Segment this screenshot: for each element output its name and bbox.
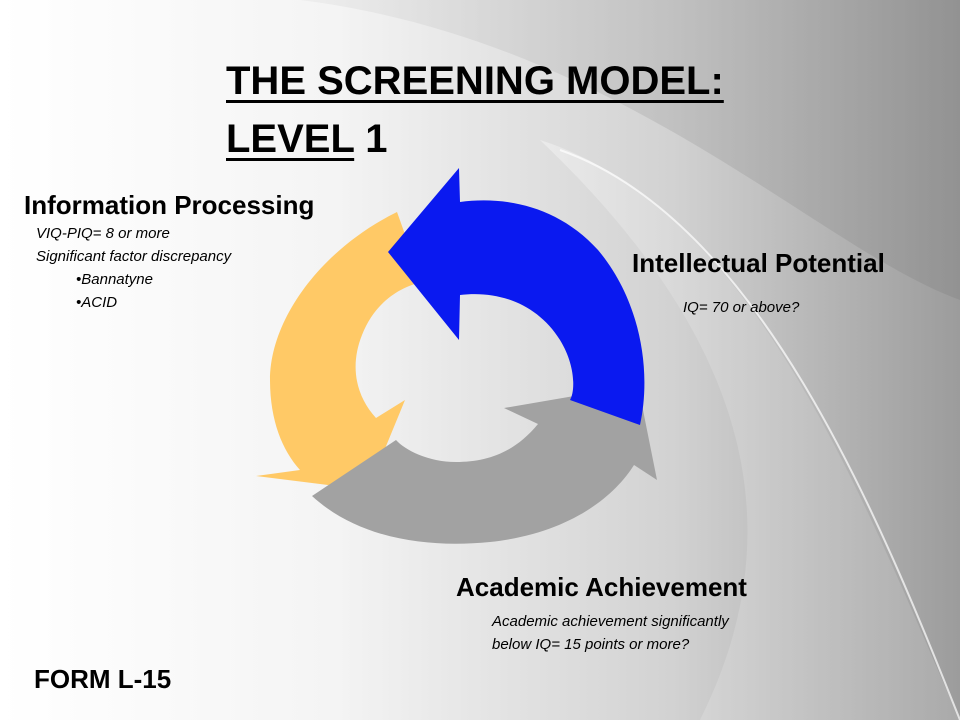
academic-achievement-notes: Academic achievement significantly below… (492, 610, 729, 656)
background-swoop-edge (559, 149, 960, 720)
information-processing-heading: Information Processing (24, 190, 315, 220)
gray-cycle-arrow (312, 385, 657, 544)
title-line-2: LEVEL 1 (226, 116, 388, 162)
achievement-note-line-1: Academic achievement significantly (492, 613, 729, 630)
background-swoop-outer (300, 0, 960, 300)
title-text-line-1: THE SCREENING MODEL: (226, 59, 724, 103)
information-processing-notes: VIQ-PIQ= 8 or more Significant factor di… (36, 222, 231, 314)
academic-achievement-heading: Academic Achievement (456, 572, 747, 602)
achievement-note-line-2: below IQ= 15 points or more? (492, 636, 690, 653)
acid-bullet: •ACID (76, 294, 118, 311)
title-level-number: 1 (354, 117, 388, 161)
factor-discrepancy-note: Significant factor discrepancy (36, 248, 232, 265)
yellow-cycle-arrow (256, 212, 422, 490)
title-line-1: THE SCREENING MODEL: (226, 58, 724, 104)
intellectual-potential-heading: Intellectual Potential (632, 248, 885, 278)
title-level-text: LEVEL (226, 117, 355, 161)
blue-cycle-arrow (388, 168, 645, 425)
form-label: FORM L-15 (34, 664, 172, 694)
background-swoop-inner (540, 140, 960, 720)
bannatyne-bullet: •Bannatyne (76, 271, 153, 288)
viq-piq-note: VIQ-PIQ= 8 or more (36, 225, 170, 242)
iq-threshold-note: IQ= 70 or above? (683, 299, 800, 316)
